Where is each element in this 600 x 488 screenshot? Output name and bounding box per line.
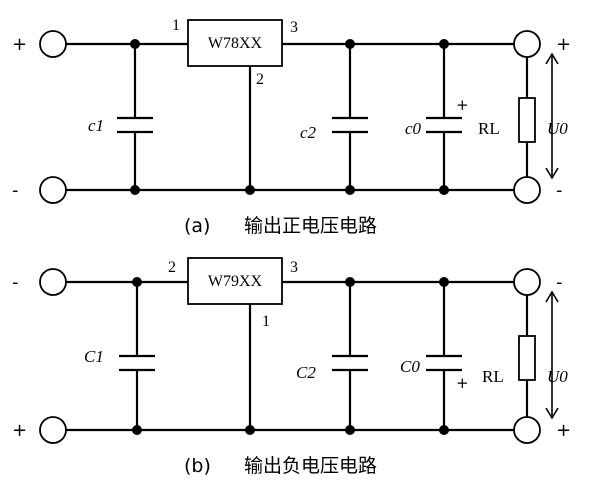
a-load-resistor	[518, 97, 536, 143]
b-right-bottom-sign: +	[556, 420, 571, 441]
a-right-bottom-sign: -	[556, 180, 563, 201]
b-output-arrowhead-top	[545, 290, 559, 303]
b-cap-mid-label: C2	[296, 363, 316, 382]
b-input-terminal-top	[39, 268, 67, 296]
b-cap-out-label: C0	[400, 357, 420, 376]
b-junction	[132, 277, 142, 287]
b-pin-gnd-label: 1	[262, 313, 270, 330]
b-left-bottom-sign: +	[12, 420, 27, 441]
a-caption-label: (a)	[184, 215, 210, 237]
b-load-resistor	[518, 335, 536, 381]
b-regulator-box	[187, 257, 283, 305]
a-cap-out-label: c0	[405, 119, 422, 138]
a-pin-gnd-label: 2	[256, 71, 264, 88]
a-input-terminal-top	[39, 30, 67, 58]
a-junction	[345, 185, 355, 195]
a-caption-text: 输出正电压电路	[244, 215, 377, 237]
a-input-terminal-bottom	[39, 176, 67, 204]
a-junction	[245, 185, 255, 195]
b-output-label: U0	[547, 367, 568, 386]
a-right-top-sign: +	[556, 34, 571, 55]
b-output-arrowhead-bottom	[545, 407, 559, 420]
a-cap-out-polarity: +	[456, 96, 469, 114]
a-pin-in-label: 1	[172, 17, 180, 34]
b-output-terminal-bottom	[513, 416, 541, 444]
b-input-terminal-bottom	[39, 416, 67, 444]
b-junction	[345, 277, 355, 287]
b-junction	[439, 425, 449, 435]
b-output-terminal-top	[513, 268, 541, 296]
b-load-label: RL	[482, 367, 504, 386]
circuit-b: W79XX 2 3 1 C1 C2 C0 + RL U0 - + - + (b)…	[12, 257, 571, 477]
b-junction	[245, 425, 255, 435]
a-pin-out-label: 3	[290, 19, 298, 36]
b-cap-in-label: C1	[84, 347, 104, 366]
a-cap-mid-label: c2	[300, 123, 317, 142]
a-left-bottom-sign: -	[12, 180, 19, 201]
a-left-top-sign: +	[12, 34, 27, 55]
b-right-top-sign: -	[556, 272, 563, 293]
b-left-top-sign: -	[12, 272, 19, 293]
a-cap-in-label: c1	[88, 116, 104, 135]
a-regulator-label: W78XX	[208, 35, 263, 52]
a-output-arrowhead-top	[545, 52, 559, 65]
b-junction	[345, 425, 355, 435]
a-load-label: RL	[478, 119, 500, 138]
a-junction	[345, 39, 355, 49]
circuit-a: W78XX 1 3 2 c1 c2 c0 + RL U0 + - + - (a)…	[12, 17, 571, 237]
a-regulator-box	[187, 19, 283, 67]
b-pin-in-label: 2	[168, 259, 176, 276]
b-caption-label: (b)	[184, 455, 211, 477]
b-junction	[439, 277, 449, 287]
a-output-label: U0	[547, 119, 568, 138]
a-junction	[130, 185, 140, 195]
a-junction	[439, 39, 449, 49]
a-output-terminal-top	[513, 30, 541, 58]
b-junction	[132, 425, 142, 435]
b-caption-text: 输出负电压电路	[244, 455, 377, 477]
a-output-arrowhead-bottom	[545, 167, 559, 180]
b-cap-out-polarity: +	[456, 374, 469, 392]
a-output-terminal-bottom	[513, 176, 541, 204]
a-junction	[130, 39, 140, 49]
b-pin-out-label: 3	[290, 259, 298, 276]
b-regulator-label: W79XX	[208, 273, 263, 290]
a-junction	[439, 185, 449, 195]
